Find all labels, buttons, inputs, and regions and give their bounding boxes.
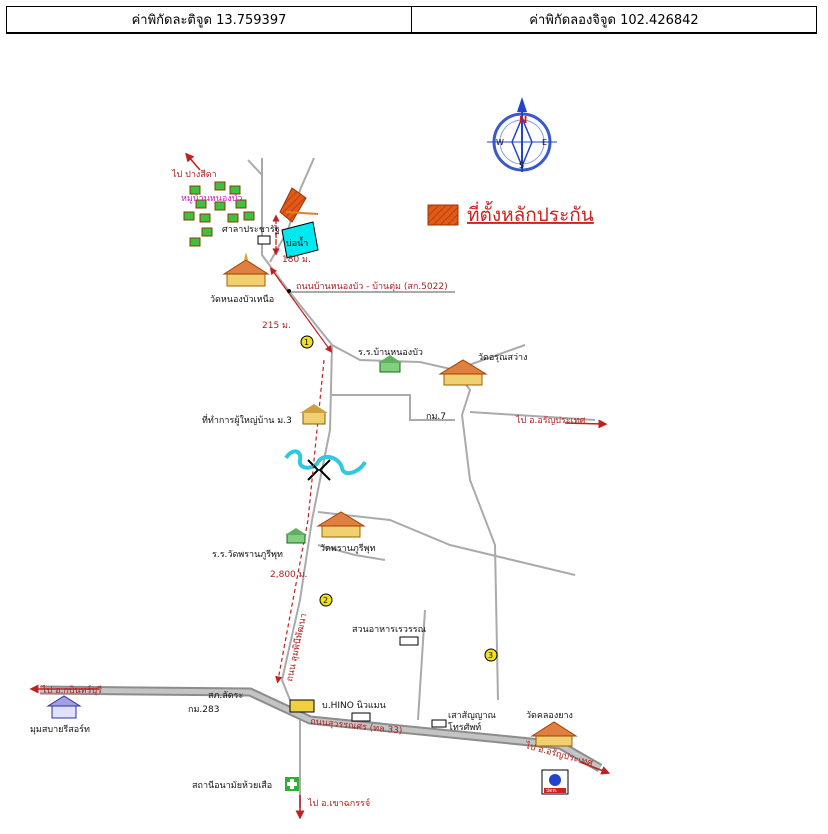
km-marker-2 (319, 593, 333, 607)
km-marker-2-label: 2 (323, 596, 328, 605)
temple-icon (530, 721, 578, 747)
compass-rose-icon: N S E W (487, 97, 557, 172)
road-network (247, 157, 596, 721)
health-station-label: สถานีอนามัยห้วยเสือ (192, 780, 272, 791)
legend-label: ที่ตั้งหลักประกัน (467, 201, 594, 226)
temple-icon (222, 252, 270, 287)
resort-label: มุมสบายรีสอร์ท (30, 723, 90, 735)
longitude-value: ค่าพิกัดลองจิจูด 102.426842 (411, 7, 816, 32)
resort-icon (46, 695, 82, 719)
village-houses-icon (183, 181, 255, 247)
route-arrows (269, 214, 333, 684)
distance-2800: 2,800 ม. (270, 570, 307, 580)
restaurant-icon (399, 636, 419, 646)
temple-icon (438, 359, 488, 386)
property-edge (285, 211, 319, 215)
km-marker-1 (300, 335, 314, 349)
to-khao-chakan-label: ไป อ.เขาฉกรรจ์ (307, 797, 370, 809)
legend: ที่ตั้งหลักประกัน (427, 201, 594, 226)
school-wat-label: ร.ร.วัดพรานภูรีพุท (212, 549, 283, 560)
to-kabin-label: ไป อ.กบินทร์บุรี (41, 684, 102, 696)
distance-180: 180 ม. (282, 255, 311, 265)
telephone-tower-icon (431, 719, 447, 728)
distance-215: 215 ม. (262, 321, 291, 331)
arrow-to-pang-sida (185, 152, 201, 171)
km-marker-1-label: 1 (304, 338, 309, 347)
to-pang-sida-label: ไป ปางสีดา (171, 169, 217, 180)
hino-label: บ.HINO นิวแมน (322, 700, 386, 711)
side-road-label: ถนน ลุมพินีพัฒนา (284, 612, 309, 682)
truck-icon (289, 699, 315, 713)
to-aranya-1-label: ไป อ.อรัญประเทศ (515, 415, 586, 426)
school-icon (285, 528, 307, 544)
ptt-label: ปตท. (546, 788, 558, 794)
road-nongbua-label: ถนนบ้านหนองบัว - บ้านตุ่ม (สก.5022) (296, 281, 448, 292)
latitude-value: ค่าพิกัดละติจูด 13.759397 (131, 13, 287, 28)
temple-icon (316, 511, 366, 538)
bridge-icon (307, 459, 331, 481)
wat-arun-label: วัดอรุณสว่าง (478, 353, 527, 363)
compass-n: N (519, 115, 527, 126)
km-marker-3-label: 3 (488, 651, 493, 660)
headman-office-label: ที่ทำการผู้ใหญ่บ้าน ม.3 (202, 413, 292, 426)
hino-building-icon (351, 712, 371, 722)
highway-suwannason (39, 685, 603, 772)
arrow-to-aranya-2 (579, 761, 611, 775)
sala-icon (257, 235, 271, 245)
ptt-logo-icon: ปตท. (541, 769, 569, 795)
compass-s: S (519, 161, 524, 170)
compass-w: W (496, 138, 504, 147)
office-icon (300, 404, 328, 425)
village-label: หมู่บ้านหนองบัว (181, 193, 242, 204)
collateral-location-marker (279, 187, 307, 223)
wat-khlong-label: วัดคลองยาง (526, 711, 573, 721)
restaurant-label: สวนอาหารเรวรรณ (352, 625, 426, 635)
wat-pran-label: วัดพรานภูรีพุท (320, 543, 376, 554)
road-junction-dot (287, 289, 291, 293)
sala-label: ศาลาประชารัฐ (222, 225, 280, 235)
arrow-to-aranya-1 (564, 419, 608, 429)
compass-e: E (542, 138, 547, 147)
km283-label: กม.283 (188, 705, 219, 715)
km7-label: กม.7 (426, 412, 446, 422)
river (284, 449, 367, 476)
school-nongbua-label: ร.ร.บ้านหนองบัว (358, 347, 423, 358)
police-label: สภ.ลัดระ (208, 691, 243, 701)
pond-label: บ่อน้ำ (286, 236, 308, 249)
km-marker-3 (484, 648, 498, 662)
coordinate-bar: ค่าพิกัดละติจูด 13.759397 ค่าพิกัดลองจิจ… (6, 6, 817, 34)
telephone-label: โทรศัพท์ (448, 721, 481, 733)
school-icon (378, 355, 402, 373)
pond-area (281, 221, 319, 259)
wat-nongbua-nuea-label: วัดหนองบัวเหนือ (210, 294, 274, 305)
telephone-pole-label: เสาสัญญาณ (448, 711, 496, 721)
legend-swatch (427, 204, 459, 226)
